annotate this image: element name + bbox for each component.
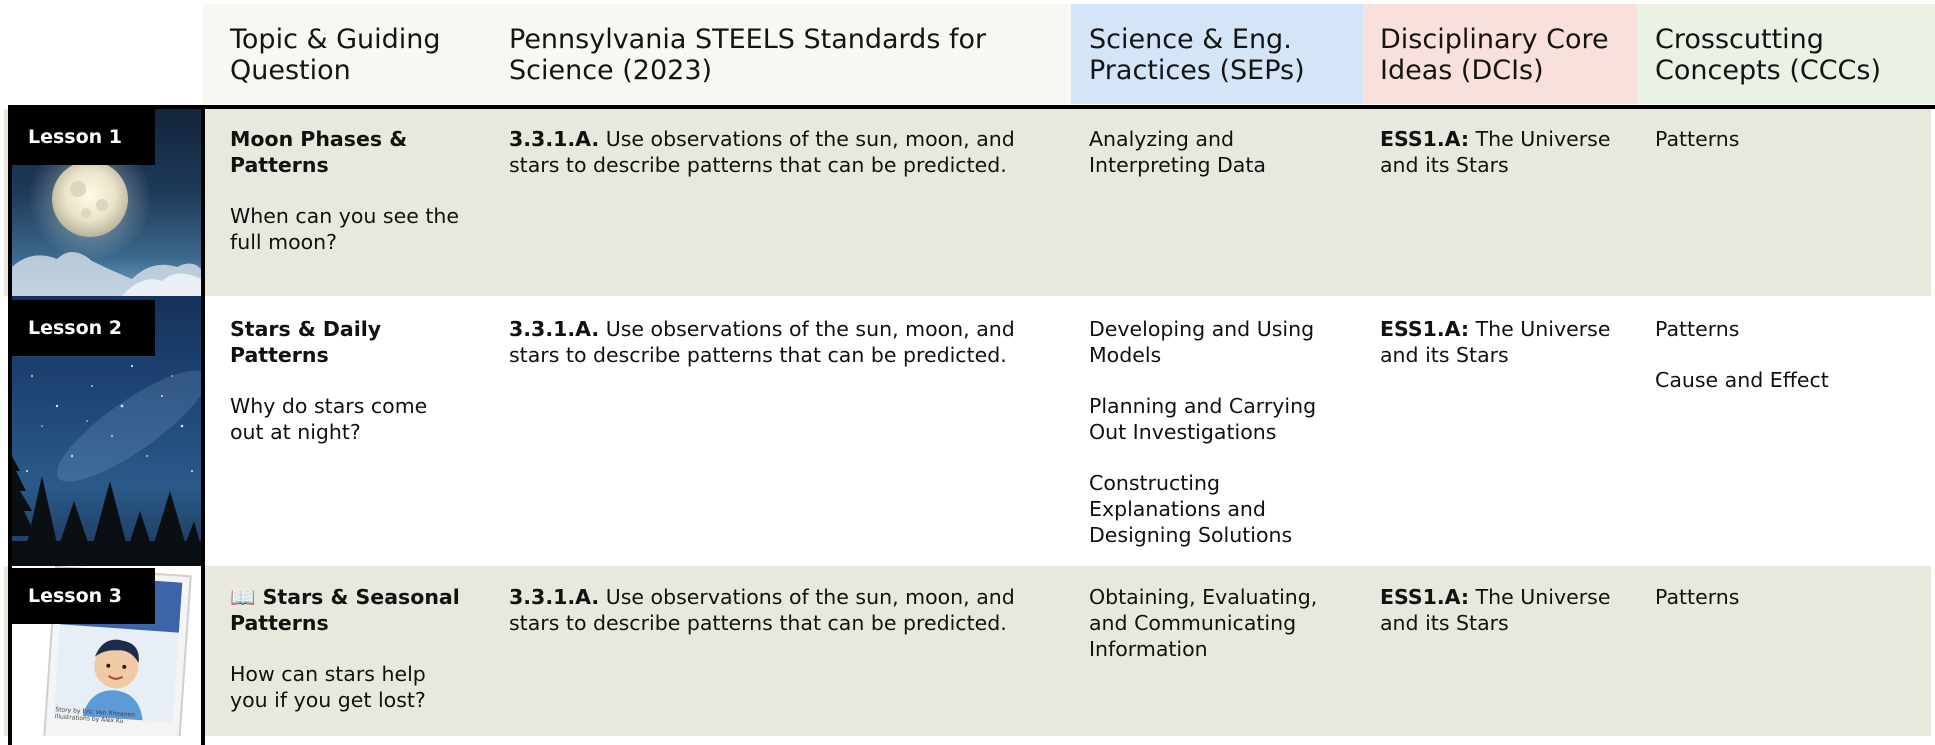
lesson-1-badge: Lesson 1	[12, 109, 155, 165]
lesson-2-standard-text: Use observations of the sun, moon, and	[605, 317, 1015, 341]
lesson-3-dci-text-2: and its Stars	[1380, 611, 1509, 635]
lesson-3-standard-text-2: stars to describe patterns that can be p…	[509, 611, 1007, 635]
lesson-1-cccs: Patterns	[1655, 126, 1915, 177]
lesson-1-standard-code: 3.3.1.A.	[509, 127, 600, 151]
lesson-3-dci: ESS1.A: The Universe and its Stars	[1380, 584, 1620, 636]
header-topic-line1: Topic & Guiding	[230, 24, 441, 55]
lesson-1-topic: Moon Phases &Patterns	[230, 127, 408, 177]
header-topic: Topic & Guiding Question	[203, 4, 483, 104]
lesson-1-standard-text: Use observations of the sun, moon, and	[605, 127, 1015, 151]
header-dcis: Disciplinary Core Ideas (DCIs)	[1363, 4, 1637, 104]
lesson-2-dci-text: The Universe	[1475, 317, 1611, 341]
table-frame	[8, 105, 1935, 745]
lesson-2-dci: ESS1.A: The Universe and its Stars	[1380, 316, 1620, 368]
header-cccs-line1: Crosscutting	[1655, 24, 1824, 55]
lesson-3-standard-text: Use observations of the sun, moon, and	[605, 585, 1015, 609]
lesson-row-3	[4, 566, 1931, 736]
header-standards-line2: Science (2023)	[509, 55, 713, 86]
header-dcis-line1: Disciplinary Core	[1380, 24, 1609, 55]
header-seps-line1: Science & Eng.	[1089, 24, 1292, 55]
book-icon: 📖	[230, 585, 256, 609]
lesson-2-dci-code: ESS1.A:	[1380, 317, 1470, 341]
lesson-2-cccs: Patterns Cause and Effect	[1655, 316, 1915, 418]
lesson-3-dci-text: The Universe	[1475, 585, 1611, 609]
header-standards: Pennsylvania STEELS Standards for Scienc…	[483, 4, 1071, 104]
lesson-3-ccc-item: Patterns	[1655, 585, 1740, 609]
lesson-1-standard: 3.3.1.A. Use observations of the sun, mo…	[509, 126, 1059, 178]
lesson-2-standard: 3.3.1.A. Use observations of the sun, mo…	[509, 316, 1059, 368]
lesson-row-1	[4, 109, 1931, 296]
lesson-1-dci-text-2: and its Stars	[1380, 153, 1509, 177]
lesson-3-standard-code: 3.3.1.A.	[509, 585, 600, 609]
lesson-2-ccc-item: Cause and Effect	[1655, 368, 1829, 392]
lesson-1-ccc-item: Patterns	[1655, 127, 1740, 151]
header-seps: Science & Eng. Practices (SEPs)	[1071, 4, 1363, 104]
lesson-1-topic-cell: Moon Phases &Patterns When can you see t…	[230, 126, 470, 280]
lesson-3-standard: 3.3.1.A. Use observations of the sun, mo…	[509, 584, 1059, 636]
lesson-2-dci-text-2: and its Stars	[1380, 343, 1509, 367]
header-cccs-line2: Concepts (CCCs)	[1655, 55, 1882, 86]
header-topic-line2: Question	[230, 55, 351, 86]
lesson-3-cccs: Patterns	[1655, 584, 1915, 635]
header-cccs: Crosscutting Concepts (CCCs)	[1637, 4, 1935, 104]
header-dcis-line2: Ideas (DCIs)	[1380, 55, 1544, 86]
lesson-1-dci-text: The Universe	[1475, 127, 1611, 151]
image-column-divider	[201, 105, 205, 745]
lesson-2-standard-code: 3.3.1.A.	[509, 317, 600, 341]
header-seps-line2: Practices (SEPs)	[1089, 55, 1305, 86]
lesson-2-ccc-item: Patterns	[1655, 317, 1740, 341]
lesson-1-standard-text-2: stars to describe patterns that can be p…	[509, 153, 1007, 177]
lesson-3-badge: Lesson 3	[12, 568, 155, 624]
lesson-row-2	[4, 296, 1931, 566]
lesson-2-badge: Lesson 2	[12, 300, 155, 356]
lesson-1-dci: ESS1.A: The Universe and its Stars	[1380, 126, 1620, 178]
lesson-2-standard-text-2: stars to describe patterns that can be p…	[509, 343, 1007, 367]
lesson-3-dci-code: ESS1.A:	[1380, 585, 1470, 609]
header-standards-line1: Pennsylvania STEELS Standards for	[509, 24, 987, 55]
lesson-1-dci-code: ESS1.A:	[1380, 127, 1470, 151]
